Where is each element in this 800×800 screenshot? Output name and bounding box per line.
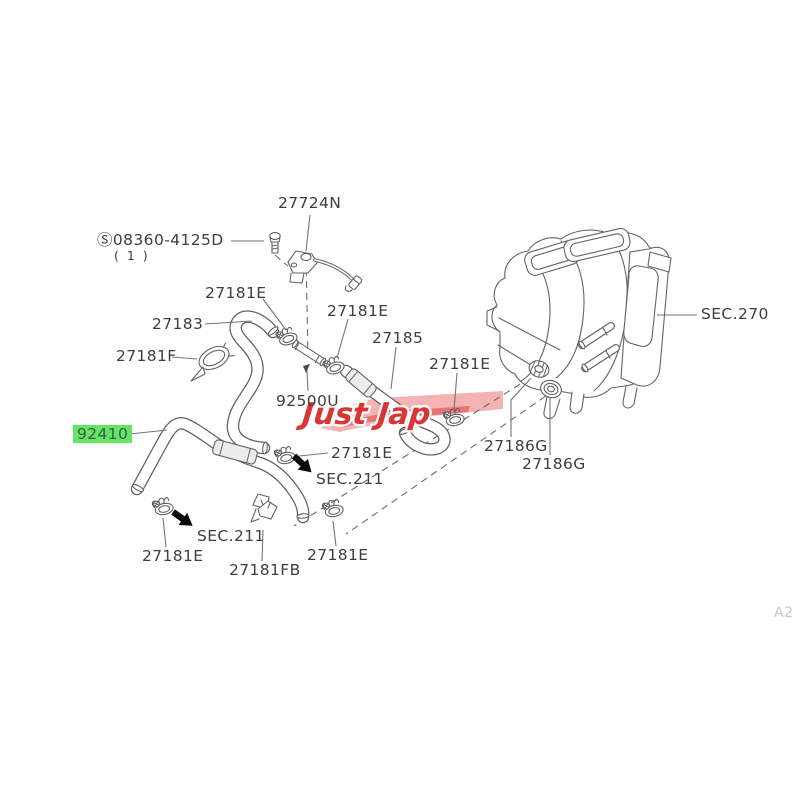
part-label-27724n[interactable]: 27724N xyxy=(278,194,342,212)
part-label-27183[interactable]: 27183 xyxy=(152,315,204,333)
part-label-92500u[interactable]: 92500U xyxy=(276,392,340,410)
pipe-92500u xyxy=(291,339,327,367)
part-label-27185[interactable]: 27185 xyxy=(372,329,424,347)
part-label-27186g-2[interactable]: 27186G xyxy=(522,455,586,473)
part-label-27181e-f[interactable]: 27181E xyxy=(307,546,369,564)
part-label-08360-4125d[interactable]: Ⓢ08360-4125D xyxy=(97,231,224,249)
part-label-27181f[interactable]: 27181F xyxy=(116,347,177,365)
clamp-27181f xyxy=(190,342,235,382)
part-label-27181e-d[interactable]: 27181E xyxy=(331,444,393,462)
hose-92410 xyxy=(130,417,310,524)
heater-pipes xyxy=(578,322,620,373)
part-qty-08360: ( 1 ) xyxy=(114,248,150,263)
hose-27185 xyxy=(339,364,451,456)
section-ref-211-left[interactable]: SEC.211 xyxy=(197,527,265,545)
sensor-27724n xyxy=(287,250,363,292)
part-label-27181e-mid[interactable]: 27181E xyxy=(327,302,389,320)
part-label-27181e-e[interactable]: 27181E xyxy=(142,547,204,565)
leader-lines xyxy=(129,214,697,562)
watermark-text: Just Jap xyxy=(296,397,433,432)
hose-27183 xyxy=(226,310,280,455)
section-ref-211-right[interactable]: SEC.211 xyxy=(316,470,384,488)
section-ref-270[interactable]: SEC.270 xyxy=(701,305,769,323)
part-label-27181e-right[interactable]: 27181E xyxy=(429,355,491,373)
part-label-92410-highlighted[interactable]: 92410 xyxy=(73,425,133,444)
part-label-27181fb[interactable]: 27181FB xyxy=(229,561,301,579)
bolt-08360-4125d xyxy=(269,232,281,254)
page-code: A2 xyxy=(774,605,794,621)
heater-unit-sec270 xyxy=(486,227,672,420)
part-label-27186g-1[interactable]: 27186G xyxy=(484,437,548,455)
part-label-27181e-top[interactable]: 27181E xyxy=(205,284,267,302)
pointer-arrowhead-92500u xyxy=(303,364,310,373)
bracket-27181fb xyxy=(250,493,278,523)
